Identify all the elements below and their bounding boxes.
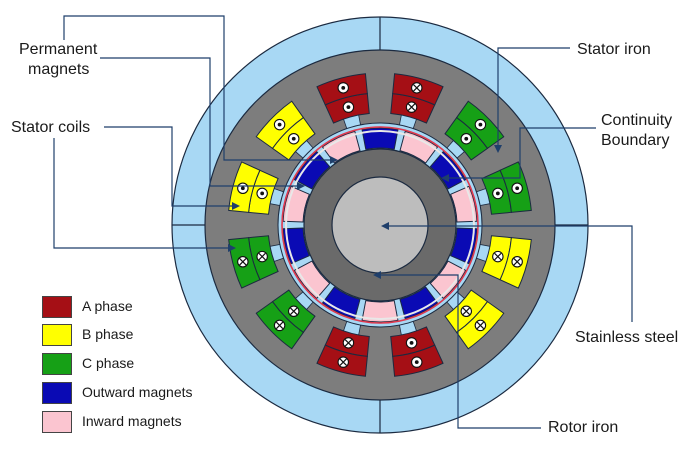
outward-magnet bbox=[429, 151, 467, 190]
label-stainless-steel: Stainless steel bbox=[575, 329, 679, 346]
arrow-stainless-steel bbox=[381, 222, 389, 230]
inward-magnet bbox=[282, 185, 310, 223]
current-out-of-page-symbol bbox=[411, 356, 423, 368]
continuity-boundary bbox=[281, 126, 479, 324]
label-continuity-line1: Continuity bbox=[601, 112, 673, 129]
shaft bbox=[331, 176, 429, 274]
arrow-stator-coils-1 bbox=[232, 202, 240, 210]
leader-stator-iron bbox=[497, 47, 570, 150]
current-out-of-page-symbol bbox=[273, 118, 286, 131]
legend-label: Inward magnets bbox=[82, 413, 182, 429]
current-out-of-page-symbol bbox=[237, 182, 249, 194]
label-stator-coils: Stator coils bbox=[11, 119, 91, 136]
arrow-rotor-iron bbox=[373, 271, 381, 279]
leader-stator-coils-2 bbox=[53, 138, 234, 249]
label-permanent-magnets-line1: Permanent bbox=[19, 41, 98, 58]
arrow-stator-coils-2 bbox=[228, 244, 236, 252]
legend-label: A phase bbox=[82, 298, 133, 314]
label-permanent-magnets-line2: magnets bbox=[28, 61, 90, 78]
legend-swatch bbox=[42, 296, 72, 318]
legend-swatch bbox=[42, 411, 72, 433]
current-into-page-symbol bbox=[511, 256, 523, 268]
inward-magnet bbox=[450, 185, 478, 223]
arrow-permanent-magnets-2 bbox=[297, 182, 305, 190]
current-into-page-symbol bbox=[405, 101, 418, 113]
current-out-of-page-symbol bbox=[287, 132, 300, 145]
current-out-of-page-symbol bbox=[342, 101, 355, 113]
current-out-of-page-symbol bbox=[256, 187, 268, 200]
legend-swatch bbox=[42, 353, 72, 375]
arrow-continuity bbox=[441, 174, 449, 182]
current-into-page-symbol bbox=[256, 250, 268, 263]
current-out-of-page-symbol bbox=[492, 187, 504, 200]
inward-magnet bbox=[293, 260, 331, 299]
label-continuity-line2: Boundary bbox=[601, 132, 670, 149]
outward-magnet bbox=[450, 227, 478, 265]
outward-magnet bbox=[321, 286, 361, 320]
inward-magnet bbox=[361, 300, 399, 323]
current-into-page-symbol bbox=[474, 319, 487, 332]
outward-magnet bbox=[293, 151, 331, 190]
leader-permanent-magnets-1 bbox=[63, 15, 336, 161]
legend-swatch bbox=[42, 324, 72, 346]
leader-stainless-steel bbox=[384, 225, 633, 322]
rotor-magnets bbox=[282, 127, 478, 323]
current-out-of-page-symbol bbox=[405, 337, 418, 349]
legend-label: Outward magnets bbox=[82, 384, 193, 400]
leader-permanent-magnets-2 bbox=[100, 57, 303, 187]
leader-arrowheads bbox=[228, 145, 502, 279]
current-out-of-page-symbol bbox=[460, 132, 473, 145]
leader-rotor-iron bbox=[376, 274, 541, 429]
label-rotor-iron: Rotor iron bbox=[548, 419, 619, 436]
current-out-of-page-symbol bbox=[337, 82, 349, 94]
current-out-of-page-symbol bbox=[511, 182, 523, 194]
inward-magnet bbox=[429, 260, 467, 299]
legend-label: C phase bbox=[82, 355, 135, 371]
current-into-page-symbol bbox=[342, 337, 355, 349]
current-into-page-symbol bbox=[492, 250, 504, 263]
leader-lines bbox=[53, 15, 633, 429]
legend-label: B phase bbox=[82, 326, 134, 342]
leader-stator-coils-1 bbox=[104, 126, 238, 207]
current-into-page-symbol bbox=[460, 305, 473, 318]
current-into-page-symbol bbox=[237, 256, 249, 268]
current-into-page-symbol bbox=[411, 82, 423, 94]
outward-magnet bbox=[399, 286, 439, 320]
leader-continuity bbox=[444, 127, 596, 179]
inward-magnet bbox=[399, 130, 439, 164]
label-stator-iron: Stator iron bbox=[577, 41, 651, 58]
arrow-stator-iron bbox=[494, 145, 502, 153]
current-into-page-symbol bbox=[287, 305, 300, 318]
current-into-page-symbol bbox=[273, 319, 286, 332]
stainless-steel-sleeve bbox=[285, 130, 475, 320]
current-into-page-symbol bbox=[337, 356, 349, 368]
outward-magnet bbox=[282, 227, 310, 265]
inward-magnet bbox=[321, 130, 361, 164]
outward-magnet bbox=[361, 127, 399, 150]
legend-swatch bbox=[42, 382, 72, 404]
current-out-of-page-symbol bbox=[474, 118, 487, 131]
arrow-permanent-magnets-1 bbox=[330, 156, 338, 164]
